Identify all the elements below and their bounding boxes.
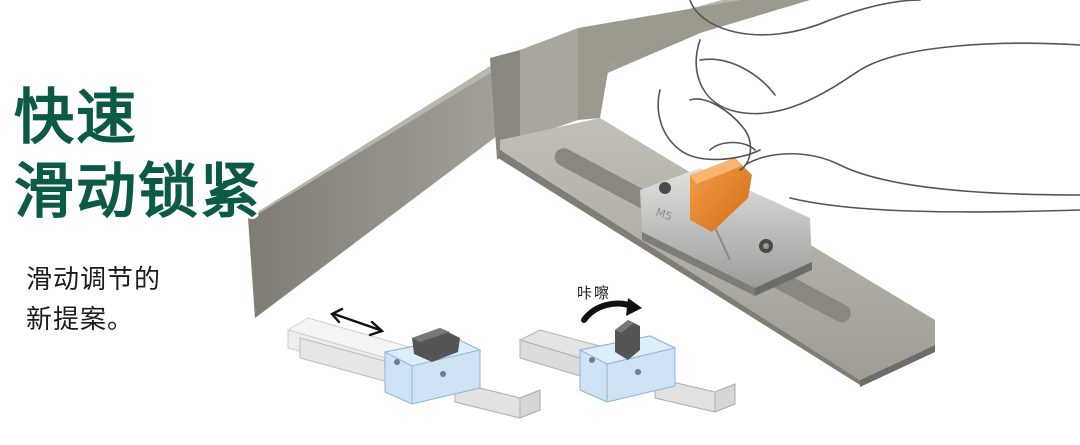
subtitle-line-1: 滑动调节的 bbox=[26, 265, 162, 295]
headline-line-2: 滑动锁紧 bbox=[14, 157, 262, 227]
click-label: 咔嚓 bbox=[577, 284, 612, 302]
diagram-slide bbox=[286, 317, 541, 419]
orange-lever bbox=[690, 158, 752, 232]
diagram-lock bbox=[518, 320, 736, 413]
hand-drawing bbox=[657, 0, 1080, 213]
subtitle-line-2: 新提案。 bbox=[26, 305, 135, 335]
headline-line-1: 快速 bbox=[14, 83, 138, 153]
headline: 快速 滑动锁紧 bbox=[14, 88, 262, 222]
fence-rail bbox=[248, 0, 810, 318]
svg-text:M5: M5 bbox=[654, 206, 674, 224]
subtitle: 滑动调节的 新提案。 bbox=[26, 260, 161, 340]
double-arrow-icon bbox=[330, 307, 385, 337]
curved-arrow-icon bbox=[581, 298, 642, 323]
